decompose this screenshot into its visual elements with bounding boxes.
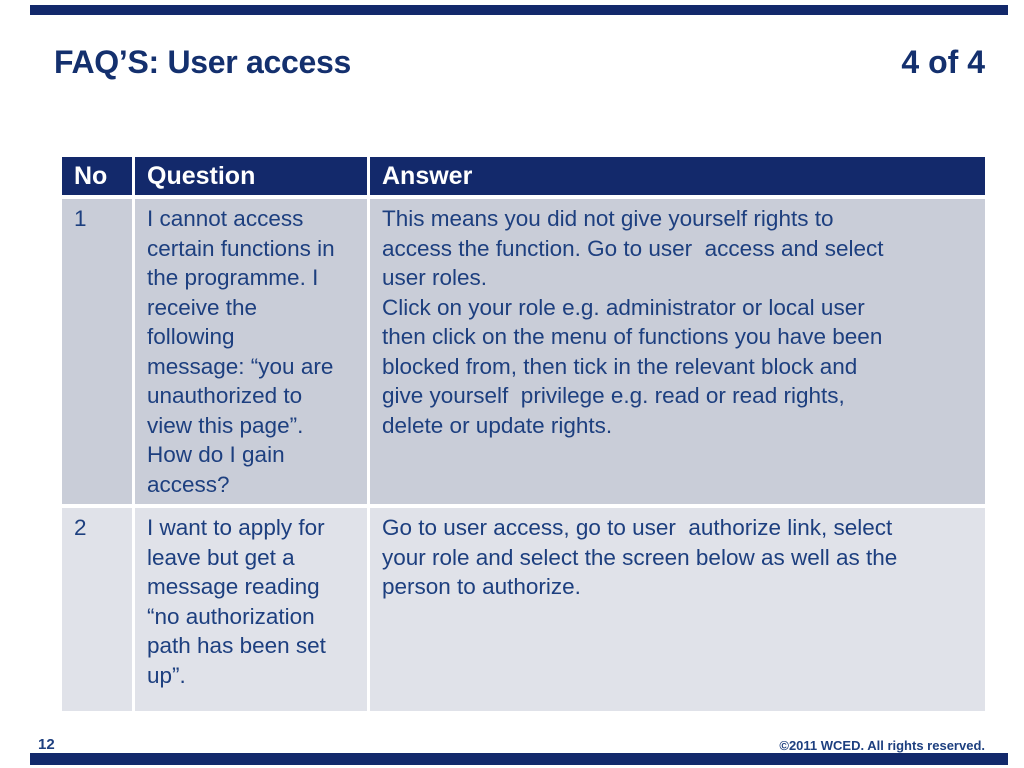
header-cell-no: No bbox=[62, 157, 132, 195]
copyright-notice: ©2011 WCED. All rights reserved. bbox=[779, 738, 985, 753]
question-cell: I want to apply for leave but get a mess… bbox=[135, 508, 367, 711]
row-number-cell: 2 bbox=[62, 508, 132, 711]
page-title: FAQ’S: User access bbox=[54, 44, 351, 80]
header-cell-answer: Answer bbox=[370, 157, 985, 195]
faq-table: No Question Answer 1 I cannot access cer… bbox=[62, 157, 985, 711]
slide-number: 12 bbox=[38, 736, 55, 753]
row-number-cell: 1 bbox=[62, 199, 132, 504]
page-number-indicator: 4 of 4 bbox=[901, 44, 985, 80]
answer-cell: This means you did not give yourself rig… bbox=[370, 199, 985, 504]
bottom-accent-bar bbox=[30, 753, 1008, 765]
question-cell: I cannot access certain functions in the… bbox=[135, 199, 367, 504]
header-cell-question: Question bbox=[135, 157, 367, 195]
answer-cell: Go to user access, go to user authorize … bbox=[370, 508, 985, 711]
top-accent-bar bbox=[30, 5, 1008, 15]
